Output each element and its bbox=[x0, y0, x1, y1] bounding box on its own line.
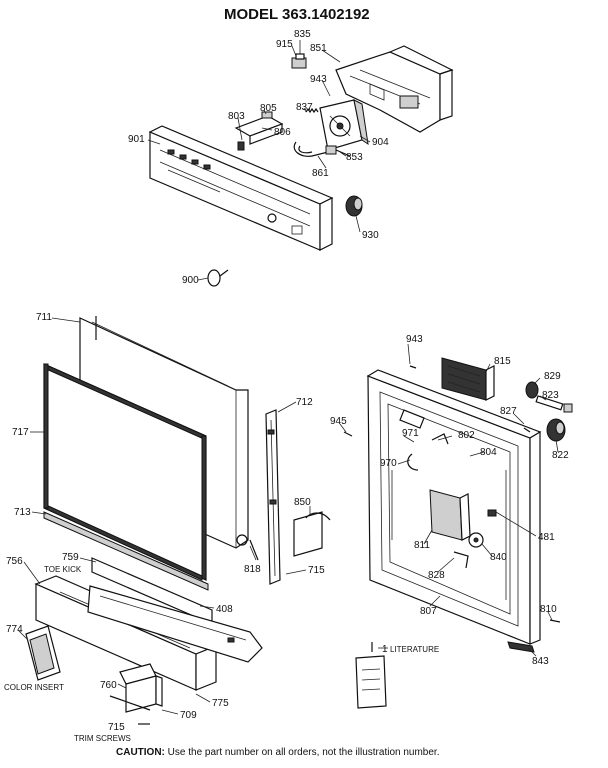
label-828: 828 bbox=[428, 570, 445, 581]
latch-861 bbox=[293, 141, 351, 157]
label-775: 775 bbox=[212, 698, 229, 709]
label-915: 915 bbox=[276, 39, 293, 50]
dial-822 bbox=[546, 418, 566, 442]
label-756: 756 bbox=[6, 556, 23, 567]
label-818: 818 bbox=[244, 564, 261, 575]
label-1: 1 bbox=[382, 644, 388, 655]
label-759: 759 bbox=[62, 552, 79, 563]
trim-strip-713 bbox=[43, 511, 209, 591]
color-insert-774 bbox=[25, 625, 61, 681]
label-trim-screws: TRIM SCREWS bbox=[74, 734, 131, 743]
label-literature: LITERATURE bbox=[390, 645, 439, 654]
button-900 bbox=[207, 269, 229, 287]
label-970: 970 bbox=[380, 458, 397, 469]
leader-lines bbox=[17, 40, 559, 715]
caution-note: CAUTION: Use the part number on all orde… bbox=[116, 747, 439, 758]
label-715-middle: 715 bbox=[308, 565, 325, 576]
label-803: 803 bbox=[228, 111, 245, 122]
label-804: 804 bbox=[480, 447, 497, 458]
label-712: 712 bbox=[296, 397, 313, 408]
label-840: 840 bbox=[490, 552, 507, 563]
label-color-insert: COLOR INSERT bbox=[4, 683, 64, 692]
bracket-850 bbox=[293, 511, 331, 557]
label-713: 713 bbox=[14, 507, 31, 518]
label-850: 850 bbox=[294, 497, 311, 508]
label-930: 930 bbox=[362, 230, 379, 241]
label-481: 481 bbox=[538, 532, 555, 543]
hinge-strip-843 bbox=[507, 641, 535, 653]
knob-829 bbox=[525, 381, 573, 413]
screws bbox=[138, 365, 561, 725]
label-837: 837 bbox=[296, 102, 313, 113]
label-810: 810 bbox=[540, 604, 557, 615]
caution-label: CAUTION: bbox=[116, 747, 165, 758]
control-panel-901 bbox=[148, 125, 334, 251]
label-945: 945 bbox=[330, 416, 347, 427]
switch-bracket-805 bbox=[234, 111, 284, 151]
label-805: 805 bbox=[260, 103, 277, 114]
part-labels: 835 915 851 943 837 805 803 806 901 904 … bbox=[4, 29, 569, 743]
caution-text: Use the part number on all orders, not t… bbox=[165, 747, 440, 758]
model-title: MODEL 363.1402192 bbox=[224, 6, 370, 23]
label-861: 861 bbox=[312, 168, 329, 179]
label-943-top: 943 bbox=[310, 74, 327, 85]
label-811: 811 bbox=[414, 540, 430, 551]
label-717: 717 bbox=[12, 427, 29, 438]
label-901: 901 bbox=[128, 134, 145, 145]
label-806: 806 bbox=[274, 127, 291, 138]
label-802: 802 bbox=[458, 430, 475, 441]
label-715-bottom: 715 bbox=[108, 722, 125, 733]
label-815: 815 bbox=[494, 356, 511, 367]
timer-904 bbox=[319, 99, 369, 151]
label-760: 760 bbox=[100, 680, 117, 691]
label-851: 851 bbox=[310, 43, 327, 54]
label-807: 807 bbox=[420, 606, 437, 617]
label-904: 904 bbox=[372, 137, 389, 148]
label-835: 835 bbox=[294, 29, 311, 40]
lower-trim-408 bbox=[87, 585, 263, 663]
front-panel-717 bbox=[43, 363, 207, 581]
label-900: 900 bbox=[182, 275, 199, 286]
label-709: 709 bbox=[180, 710, 197, 721]
kick-bracket-760 bbox=[109, 663, 163, 713]
label-774: 774 bbox=[6, 624, 23, 635]
label-829: 829 bbox=[544, 371, 561, 382]
clip-915 bbox=[291, 53, 307, 69]
label-853: 853 bbox=[346, 152, 363, 163]
label-toe-kick: TOE KICK bbox=[44, 565, 82, 574]
vent-grille-815 bbox=[441, 357, 495, 401]
spring-837 bbox=[305, 107, 319, 114]
inner-door-807 bbox=[366, 369, 542, 645]
label-827: 827 bbox=[500, 406, 517, 417]
knob-930 bbox=[345, 195, 363, 217]
label-971: 971 bbox=[402, 428, 419, 439]
label-843: 843 bbox=[532, 656, 549, 667]
label-823: 823 bbox=[542, 390, 559, 401]
label-408: 408 bbox=[216, 604, 233, 615]
literature-booklet bbox=[355, 642, 387, 709]
label-822: 822 bbox=[552, 450, 569, 461]
label-711: 711 bbox=[36, 312, 52, 323]
vent-housing-851 bbox=[335, 45, 454, 133]
side-trim-712 bbox=[265, 409, 281, 585]
label-943-right: 943 bbox=[406, 334, 423, 345]
